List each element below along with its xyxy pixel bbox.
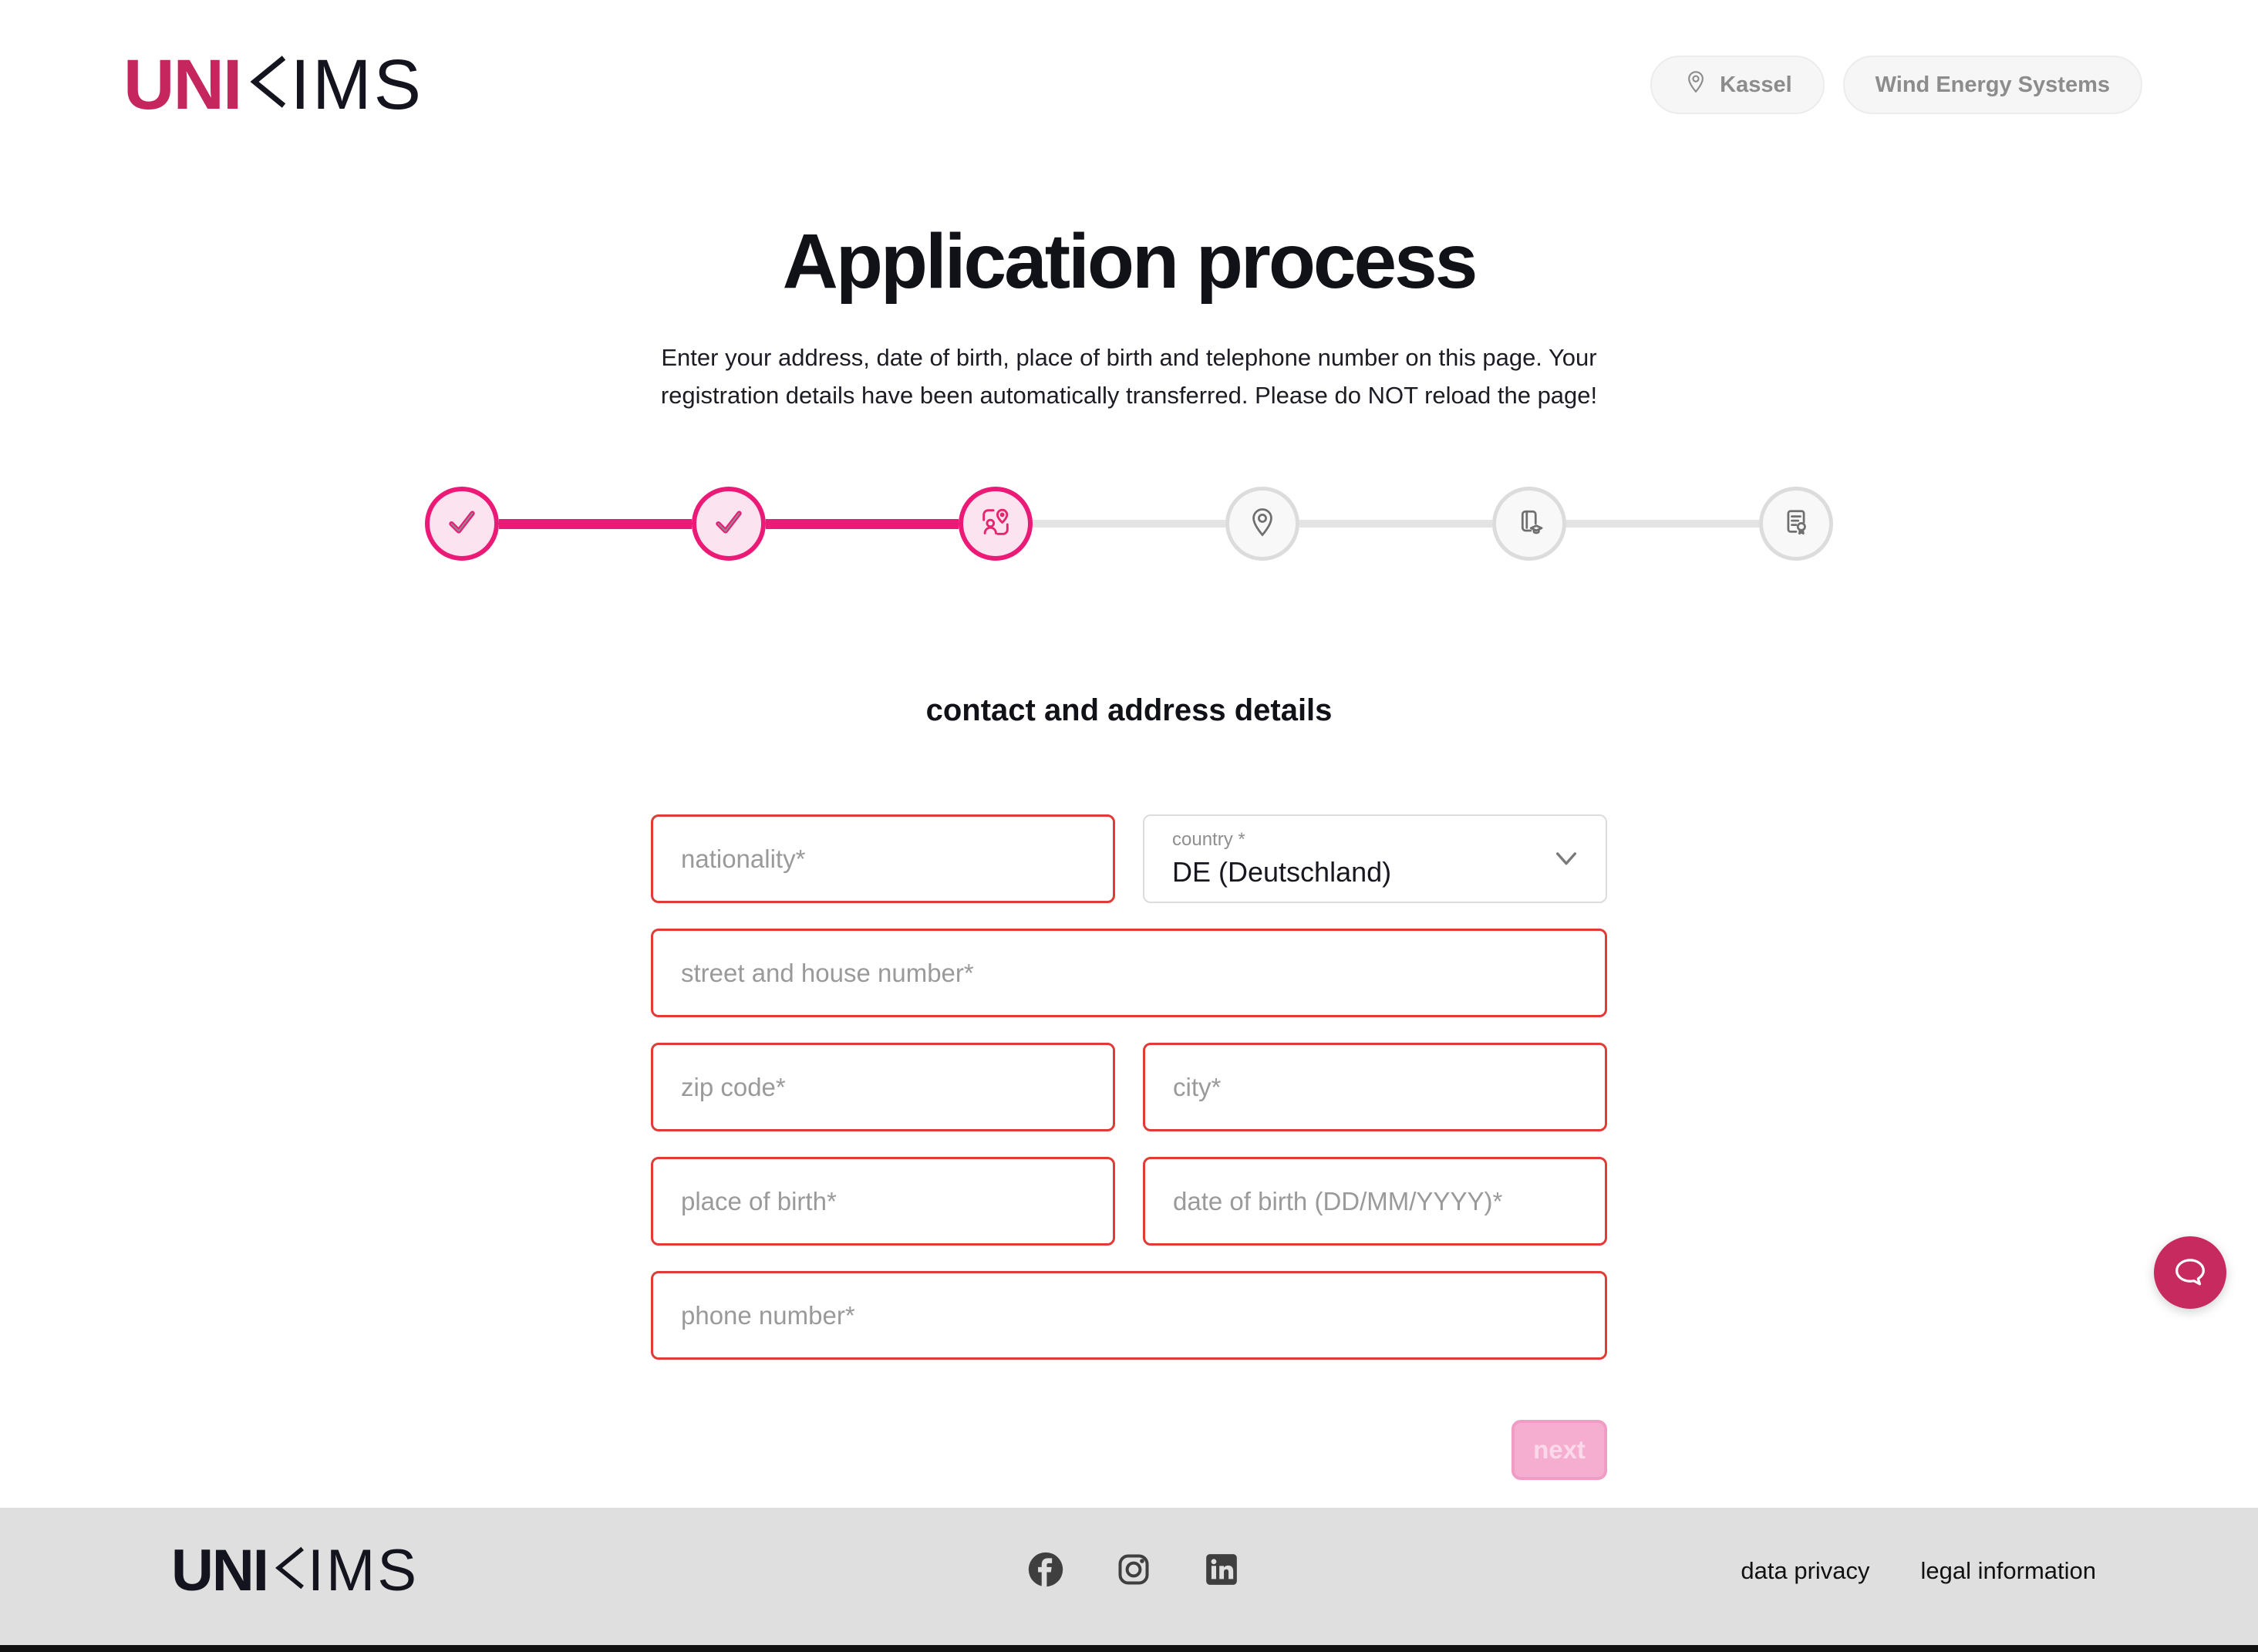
stepper-connector [1033,520,1225,528]
street-house-number-input[interactable] [651,929,1607,1017]
form-row [651,1271,1607,1360]
nationality-input[interactable] [651,814,1115,903]
logo-chevron-k-icon [248,55,288,113]
form-row [651,1043,1607,1131]
instagram-icon[interactable] [1112,1548,1155,1595]
location-badge-kassel[interactable]: Kassel [1650,56,1825,114]
facebook-icon[interactable] [1024,1548,1067,1595]
country-select-value: DE (Deutschland) [1172,856,1392,888]
logo-ims-text: IMS [290,46,424,124]
step-4-address [1225,487,1299,561]
chat-button[interactable] [2154,1236,2226,1309]
page-title: Application process [782,218,1478,305]
form-actions: next [651,1420,1607,1480]
form-heading: contact and address details [925,693,1333,727]
form-row [651,1157,1607,1246]
form-row: country * DE (Deutschland) [651,814,1607,903]
linkedin-icon[interactable] [1200,1548,1243,1595]
logo-chevron-k-icon [274,1546,306,1594]
check-icon [709,503,748,545]
stepper-connector [499,518,692,529]
country-select[interactable]: country * DE (Deutschland) [1143,814,1607,903]
program-badge-label: Wind Energy Systems [1875,72,2110,97]
legal-information-link[interactable]: legal information [1920,1557,2096,1584]
stepper-connector [766,518,959,529]
step-1-completed [425,487,499,561]
certificate-document-icon [1779,505,1813,543]
footer-unikims-logo[interactable]: UNI IMS [171,1542,1024,1600]
date-of-birth-input[interactable] [1143,1157,1607,1246]
logo-ims-text: IMS [307,1538,420,1603]
place-of-birth-input[interactable] [651,1157,1115,1246]
zip-code-input[interactable] [651,1043,1115,1131]
step-2-completed [692,487,766,561]
unikims-logo[interactable]: UNI IMS [123,49,423,120]
page-subtitle: Enter your address, date of birth, place… [660,344,1598,409]
location-pin-icon [1245,505,1279,543]
next-button[interactable]: next [1512,1420,1607,1480]
check-icon [443,503,481,545]
form-row [651,929,1607,1017]
chat-bubble-icon [2170,1251,2210,1295]
chevron-down-icon [1553,850,1579,872]
stepper-connector [1299,520,1492,528]
country-select-label: country * [1172,829,1245,850]
location-badge-label: Kassel [1720,72,1792,97]
program-badge[interactable]: Wind Energy Systems [1842,56,2142,114]
header-badges: Kassel Wind Energy Systems [1650,56,2142,114]
logo-uni-text: UNI [123,46,242,124]
footer: UNI IMS [0,1508,2258,1652]
footer-social-icons [1024,1548,1243,1595]
contact-address-form: country * DE (Deutschland) next [651,814,1607,1480]
footer-links: data privacy legal information [1243,1557,2096,1585]
city-input[interactable] [1143,1043,1607,1131]
step-6-certificates [1759,487,1833,561]
header: UNI IMS Kassel Wind Energy Systems [0,0,2258,120]
step-3-active-contact-details [959,487,1033,561]
logo-uni-text: UNI [171,1538,269,1603]
phone-number-input[interactable] [651,1271,1607,1360]
study-course-book-icon [1512,505,1546,543]
step-5-study-course [1492,487,1566,561]
stepper-connector [1566,520,1759,528]
data-privacy-link[interactable]: data privacy [1741,1557,1870,1584]
contact-address-card-icon [978,504,1013,544]
progress-stepper [0,487,2258,561]
location-pin-icon [1683,69,1709,101]
